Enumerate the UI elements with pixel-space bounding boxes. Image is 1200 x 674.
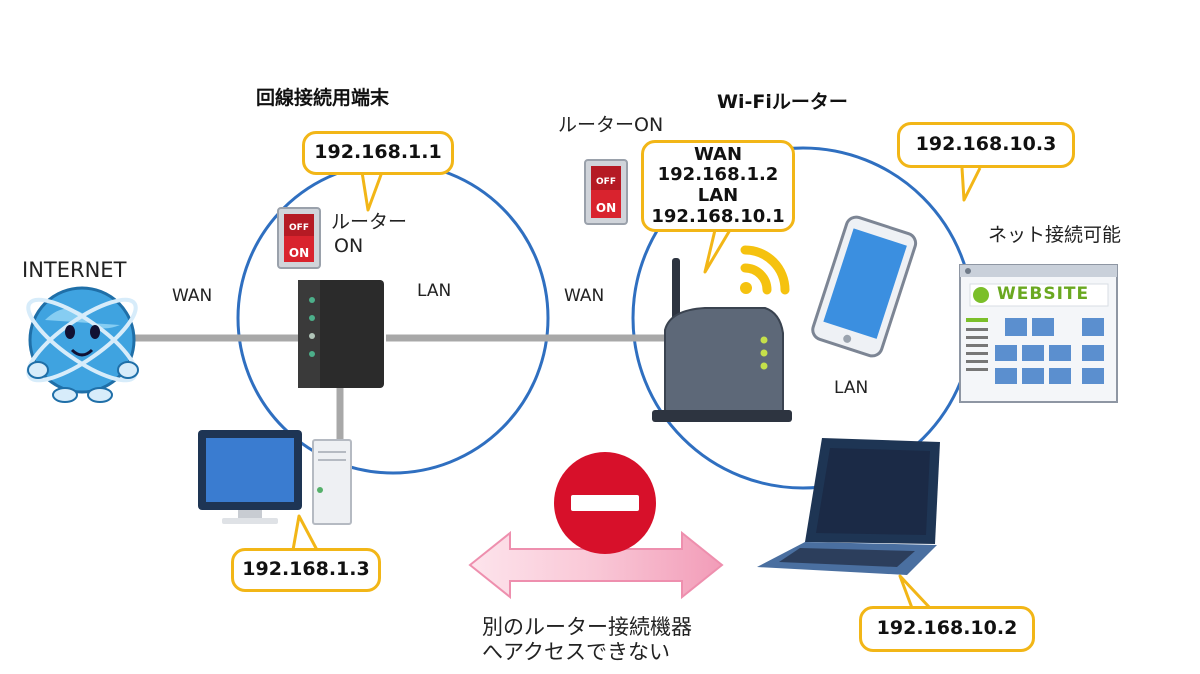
laptop-ip-bubble: 192.168.10.2 xyxy=(859,606,1035,652)
router-wan-ip: 192.168.1.2 xyxy=(657,164,779,186)
bubble-tails xyxy=(291,167,982,610)
website-ip-bubble: 192.168.10.3 xyxy=(897,122,1075,168)
router-wan-label: WAN xyxy=(693,143,743,165)
internet-label: INTERNET xyxy=(22,258,127,282)
wifi-signal-icon xyxy=(740,245,790,295)
modem-icon xyxy=(298,280,384,388)
switch2-on-text: ON xyxy=(596,201,616,215)
no-access-line2: へアクセスできない xyxy=(482,640,670,664)
laptop-icon xyxy=(757,438,940,575)
switch1-label-line1: ルーター xyxy=(331,211,408,233)
website-logo-text: WEBSITE xyxy=(997,284,1090,304)
power-switch-icon: OFF ON xyxy=(277,207,321,269)
website-window-icon xyxy=(959,264,1118,403)
switch1-label-line2: ON xyxy=(334,235,364,257)
cables xyxy=(135,334,665,440)
router-title: Wi-Fiルーター xyxy=(717,91,848,113)
pc-ip-bubble: 192.168.1.3 xyxy=(231,548,381,592)
no-access-line1: 別のルーター接続機器 xyxy=(482,615,692,639)
router-lan-label: LAN xyxy=(697,185,739,206)
lan-right-label: LAN xyxy=(834,378,869,398)
switch2-label: ルーターON xyxy=(558,114,664,136)
wan-left-label: WAN xyxy=(172,286,213,306)
modem-title: 回線接続用端末 xyxy=(256,87,390,109)
power-switch-icon: OFF ON xyxy=(584,159,628,225)
modem-ip-bubble: 192.168.1.1 xyxy=(302,131,454,175)
globe-mascot-icon xyxy=(26,286,139,403)
website-ok-label: ネット接続可能 xyxy=(988,224,1122,246)
tablet-icon xyxy=(811,215,918,358)
router-lan-ip: 192.168.10.1 xyxy=(651,205,785,227)
switch1-on-text: ON xyxy=(289,246,309,260)
no-entry-icon xyxy=(554,452,656,554)
router-icon xyxy=(652,258,792,422)
wan-right-label: WAN xyxy=(564,286,605,306)
desktop-pc-icon xyxy=(198,430,352,525)
switch2-off-text: OFF xyxy=(596,177,616,187)
switch1-off-text: OFF xyxy=(289,223,309,233)
double-arrow-icon xyxy=(468,530,724,600)
router-ip-bubble: WAN 192.168.1.2 LAN 192.168.10.1 xyxy=(641,140,795,232)
lan-middle-label: LAN xyxy=(417,281,452,301)
